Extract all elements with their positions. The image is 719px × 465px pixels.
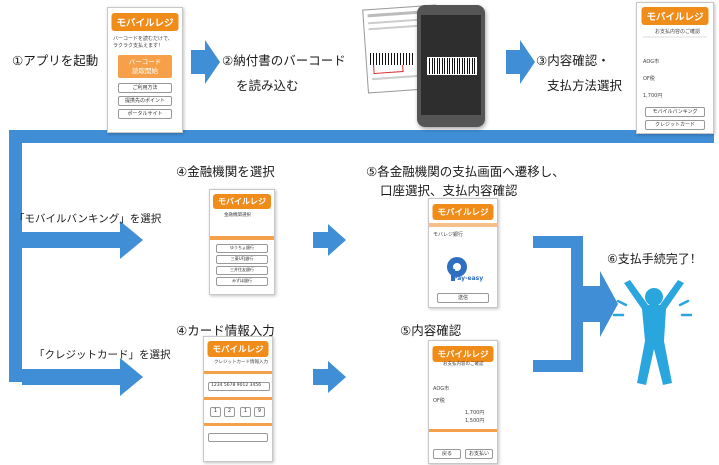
connector-left-vertical (9, 130, 22, 382)
app-tagline: バーコードを読むだけで、ラクラク支払えます！ (113, 36, 173, 49)
app-logo: モバイルレジ (432, 204, 494, 220)
screen-confirm-method: モバイルレジ お支払内容のご確認 AOG市 OF税 1,700円 モバイルバンキ… (636, 2, 714, 134)
menu-portal-button[interactable]: ポータルサイト (118, 109, 172, 119)
arrow-to-complete (583, 271, 618, 337)
step-5a-label-line1: ⑤各金融機関の支払画面へ遷移し、 (366, 164, 565, 179)
app-logo: モバイルレジ (213, 194, 271, 209)
celebration-figure-icon (612, 280, 692, 385)
screen-bank-select: モバイルレジ 金融機関選択 ゆうちょ銀行 三菱UFJ銀行 三井住友銀行 みずほ銀… (209, 189, 275, 295)
bank-option-1[interactable]: ゆうちょ銀行 (216, 244, 268, 253)
bank-option-2[interactable]: 三菱UFJ銀行 (216, 255, 268, 264)
step-3-label-line1: ③内容確認・ (536, 53, 610, 68)
bank-option-4[interactable]: みずほ銀行 (216, 277, 268, 286)
arrow-4a-5a (313, 224, 346, 256)
menu-usage-button[interactable]: ご利用方法 (118, 83, 172, 93)
barcode-scan-illustration (355, 4, 497, 127)
connector-right-bottom (533, 360, 583, 372)
app-logo: モバイルレジ (207, 341, 269, 357)
screen5b-title: お支払内容のご確認 (443, 362, 484, 367)
menu-points-button[interactable]: 提携先のポイント (118, 96, 172, 106)
screen-bank-payment: モバイルレジ モバレジ銀行 Pay-easy 送信 (428, 198, 498, 308)
arrow-branch-mobile (22, 221, 143, 259)
pay-button[interactable]: お支払い (465, 449, 493, 459)
card-number-field[interactable]: 1234 5678 9012 3456 (208, 382, 270, 391)
step-2-label-line1: ②納付書のバーコード (222, 53, 346, 68)
arrow-4b-5b (313, 361, 346, 393)
step-5a-label-line2: 口座選択、支払内容確認 (380, 183, 518, 198)
connector-right-top (533, 236, 583, 248)
screen-app-launch: モバイルレジ バーコードを読むだけで、ラクラク支払えます！ バーコード読取開始 … (107, 7, 183, 133)
bank-option-3[interactable]: 三井住友銀行 (216, 266, 268, 275)
step-5b-label: ⑤内容確認 (400, 323, 462, 338)
screen3-row-amount: 1,700円 (643, 93, 663, 99)
smartphone-scanner (417, 5, 485, 127)
screen-confirm-payment: モバイルレジ お支払内容のご確認 AOG市 OF税 1,700円 1,500円 … (428, 340, 498, 464)
step-1-label: ①アプリを起動 (12, 53, 99, 68)
barcode-scan-button[interactable]: バーコード読取開始 (118, 55, 172, 78)
branch-mobile-label: 「モバイルバンキング」を選択 (14, 213, 162, 225)
step-2-label-line2: を読み込む (236, 78, 299, 93)
expiry-field-1[interactable]: 1 (210, 407, 221, 417)
screen5a-title: モバレジ銀行 (433, 232, 464, 238)
screen5b-row-amount: 1,700円 (465, 410, 485, 416)
pay-easy-logo: Pay-easy (445, 255, 484, 285)
expiry-field-3[interactable]: 1 (240, 407, 251, 417)
security-code-field[interactable] (208, 433, 268, 442)
connector-top-bar (9, 130, 714, 143)
screen4a-title: 金融機関選択 (224, 213, 251, 218)
step-6-label: ⑥支払手続完了！ (607, 252, 702, 266)
step-4a-label: ④金融機関を選択 (176, 164, 275, 179)
screen3-row-city: AOG市 (643, 59, 660, 65)
credit-card-button[interactable]: クレジットカード (645, 120, 705, 130)
screen3-row-tax: OF税 (643, 76, 655, 82)
step-4b-label: ④カード情報入力 (176, 323, 275, 338)
slip-barcode (369, 53, 415, 65)
scanned-barcode (427, 57, 477, 75)
arrow-branch-credit (22, 358, 143, 396)
arrow-2-3 (506, 40, 535, 84)
bank-submit-button[interactable]: 送信 (437, 293, 489, 303)
app-logo: モバイルレジ (432, 346, 494, 362)
expiry-field-4[interactable]: 9 (254, 407, 265, 417)
screen3-title: お支払内容のご確認 (655, 29, 701, 35)
pay-easy-text: Pay-easy (453, 275, 484, 282)
arrow-1-2 (191, 40, 220, 84)
pay-easy-icon (447, 257, 467, 281)
screen-card-input: モバイルレジ クレジットカード情報入力 1234 5678 9012 3456 … (203, 336, 273, 462)
screen5b-row-total: 1,500円 (465, 418, 485, 424)
expiry-field-2[interactable]: 2 (224, 407, 235, 417)
app-logo: モバイルレジ (641, 7, 709, 25)
branch-credit-label: 「クレジットカード」を選択 (34, 349, 171, 361)
screen5b-row-tax: OF税 (433, 398, 445, 404)
screen4b-title: クレジットカード情報入力 (214, 360, 268, 365)
connector-right-vertical (571, 236, 583, 372)
step-3-label-line2: 支払方法選択 (547, 78, 623, 93)
screen5b-row-city: AOG市 (433, 386, 450, 392)
mobile-banking-button[interactable]: モバイルバンキング (645, 107, 705, 117)
back-button[interactable]: 戻る (433, 449, 461, 459)
app-logo: モバイルレジ (111, 13, 179, 31)
